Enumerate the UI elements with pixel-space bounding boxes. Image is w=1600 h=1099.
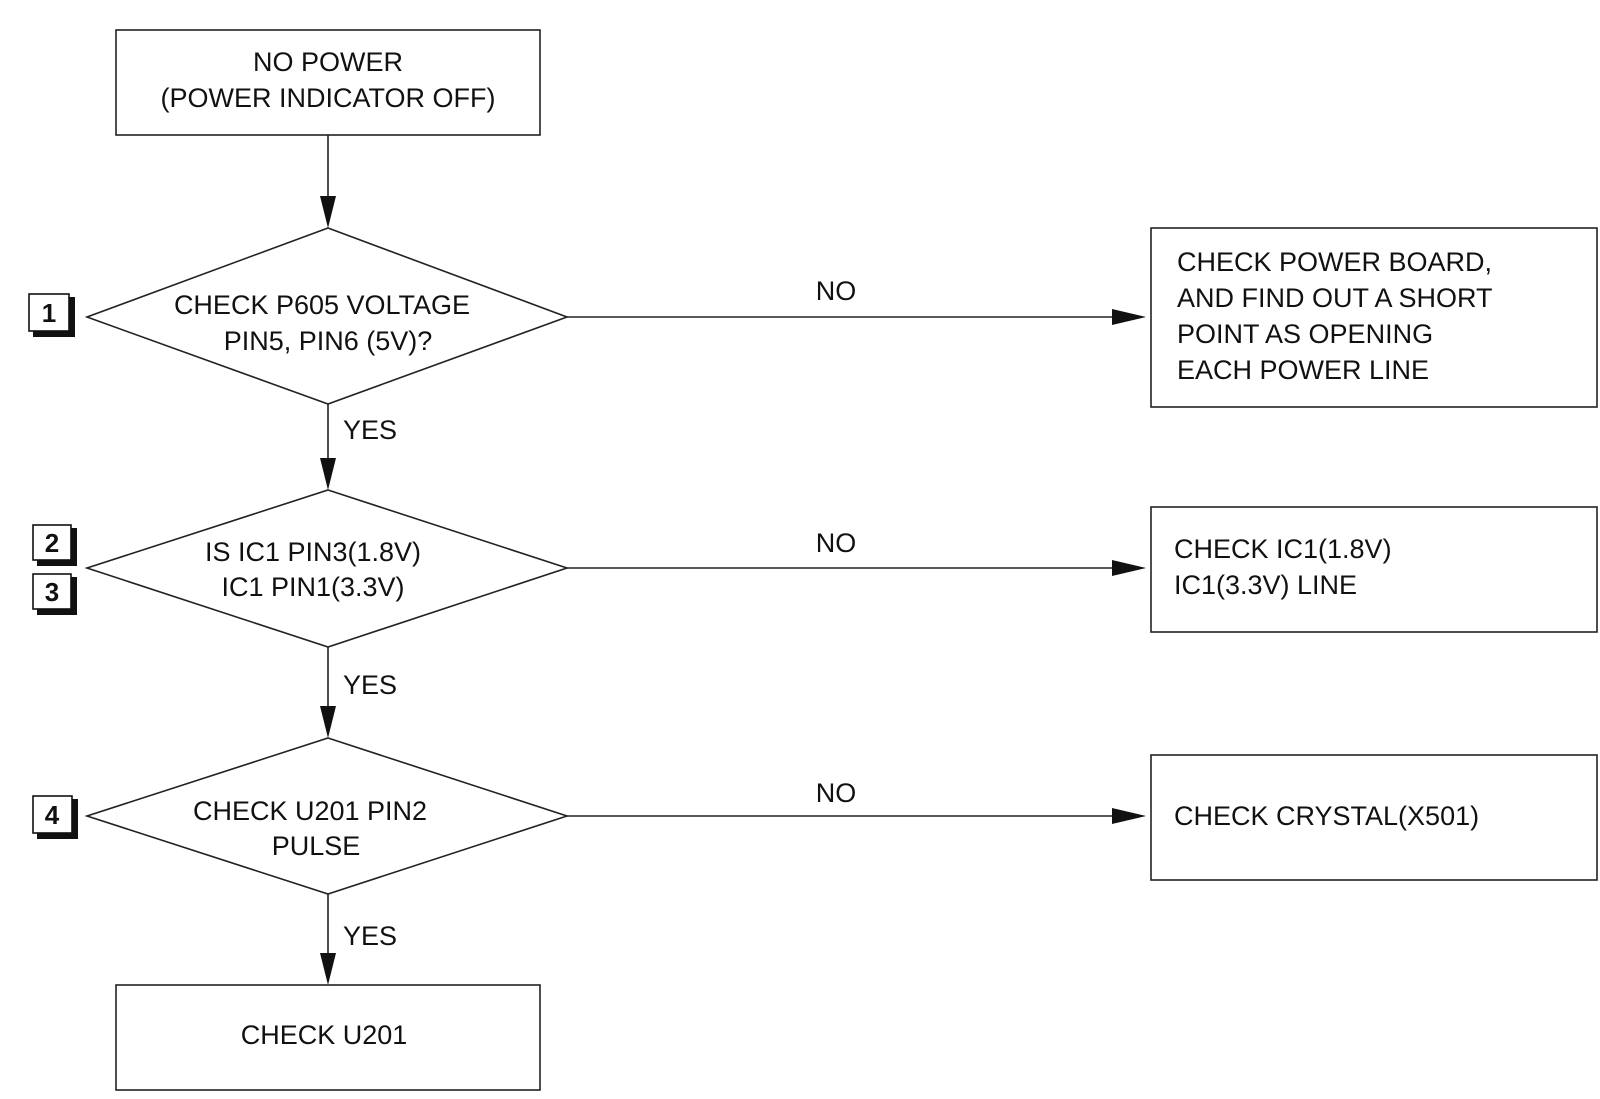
no-label-2: NO (816, 528, 857, 558)
decision-3-line1: CHECK U201 PIN2 (193, 796, 427, 826)
no-branch-3: NO (567, 778, 1146, 824)
action-box-3: CHECK CRYSTAL(X501) (1150, 754, 1598, 881)
step-badge-2-label: 2 (45, 528, 59, 558)
yes-branch-1: YES (320, 404, 397, 490)
step-badge-3-label: 3 (45, 577, 59, 607)
action-box-1-line3: POINT AS OPENING (1177, 319, 1433, 349)
action-box-2-line2: IC1(3.3V) LINE (1174, 570, 1357, 600)
no-label-3: NO (816, 778, 857, 808)
yes-label-3: YES (343, 921, 397, 951)
no-branch-2: NO (567, 528, 1146, 576)
step-badge-3: 3 (32, 573, 77, 615)
start-box: NO POWER (POWER INDICATOR OFF) (115, 29, 541, 136)
yes-branch-3: YES (320, 894, 397, 985)
yes-label-1: YES (343, 415, 397, 445)
step-badge-1-label: 1 (42, 298, 56, 328)
action-box-1-line2: AND FIND OUT A SHORT (1177, 283, 1493, 313)
end-box: CHECK U201 (115, 984, 541, 1091)
yes-branch-2: YES (320, 647, 397, 738)
action-box-3-line1: CHECK CRYSTAL(X501) (1174, 801, 1479, 831)
no-branch-1: NO (567, 276, 1146, 325)
action-box-2: CHECK IC1(1.8V) IC1(3.3V) LINE (1150, 506, 1598, 633)
no-label-1: NO (816, 276, 857, 306)
start-box-line2: (POWER INDICATOR OFF) (161, 83, 496, 113)
action-box-1-line1: CHECK POWER BOARD, (1177, 247, 1492, 277)
decision-3: CHECK U201 PIN2 PULSE (84, 737, 570, 895)
decision-1: CHECK P605 VOLTAGE PIN5, PIN6 (5V)? (84, 227, 570, 405)
decision-2-line2: IC1 PIN1(3.3V) (221, 572, 404, 602)
step-badge-4-label: 4 (45, 800, 60, 830)
decision-1-line2: PIN5, PIN6 (5V)? (224, 326, 433, 356)
step-badge-4: 4 (32, 795, 78, 839)
action-box-1-line4: EACH POWER LINE (1177, 355, 1429, 385)
decision-3-line2: PULSE (272, 831, 361, 861)
action-box-2-line1: CHECK IC1(1.8V) (1174, 534, 1392, 564)
step-badge-2: 2 (32, 524, 77, 566)
step-badge-1: 1 (28, 293, 75, 337)
start-box-line1: NO POWER (253, 47, 403, 77)
connector-start-to-decision-1 (320, 135, 336, 228)
end-box-text: CHECK U201 (241, 1020, 408, 1050)
action-box-1: CHECK POWER BOARD, AND FIND OUT A SHORT … (1150, 227, 1598, 408)
decision-2-line1: IS IC1 PIN3(1.8V) (205, 537, 421, 567)
yes-label-2: YES (343, 670, 397, 700)
decision-1-line1: CHECK P605 VOLTAGE (174, 290, 470, 320)
decision-2: IS IC1 PIN3(1.8V) IC1 PIN1(3.3V) (84, 489, 570, 648)
